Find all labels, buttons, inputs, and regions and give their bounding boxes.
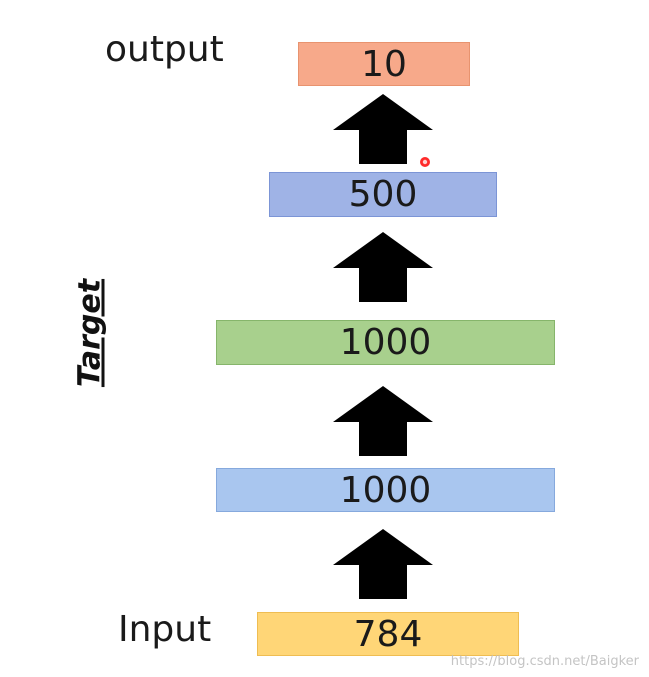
output-layer: 10 <box>298 42 470 86</box>
up-arrow-icon <box>333 94 433 164</box>
up-arrow-icon <box>333 232 433 302</box>
input-label: Input <box>118 609 212 650</box>
output-label: output <box>105 29 224 70</box>
up-arrow-icon <box>333 529 433 599</box>
hidden-layer-1000-lower: 1000 <box>216 468 555 512</box>
hidden-layer-500: 500 <box>269 172 497 217</box>
input-layer: 784 <box>257 612 519 656</box>
hidden-layer-1000-upper: 1000 <box>216 320 555 365</box>
target-label: Target <box>72 278 108 388</box>
watermark: https://blog.csdn.net/Baigker <box>450 654 639 669</box>
up-arrow-icon <box>333 386 433 456</box>
cursor-dot-icon <box>420 157 430 167</box>
